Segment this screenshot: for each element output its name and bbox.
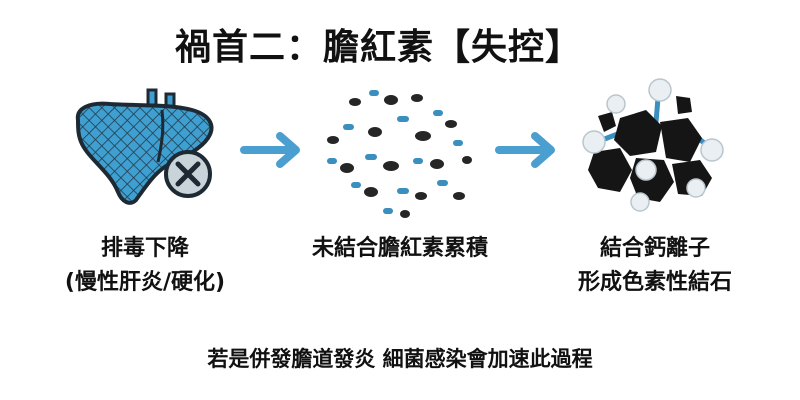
bilirubin-particles-icon (327, 90, 472, 218)
damaged-liver-icon (75, 88, 214, 205)
step3-label: 結合鈣離子 形成色素性結石 (540, 232, 770, 300)
step1-line2: (慢性肝炎/硬化) (64, 270, 226, 295)
diagram-title: 禍首二：膽紅素【失控】 (175, 27, 583, 68)
right-arrow-icon (495, 132, 555, 168)
right-arrow-icon (240, 132, 300, 168)
step3-line1: 結合鈣離子 (599, 236, 710, 261)
step2-line1: 未結合膽紅素累積 (311, 236, 488, 261)
step1-label: 排毒下降 (慢性肝炎/硬化) (30, 232, 260, 300)
step3-line2: 形成色素性結石 (577, 270, 732, 295)
step2-label: 未結合膽紅素累積 (285, 232, 515, 266)
step1-line1: 排毒下降 (100, 236, 189, 261)
footer-note: 若是併發膽道發炎 細菌感染會加速此過程 (207, 347, 593, 371)
pigment-stone-icon (582, 78, 724, 212)
